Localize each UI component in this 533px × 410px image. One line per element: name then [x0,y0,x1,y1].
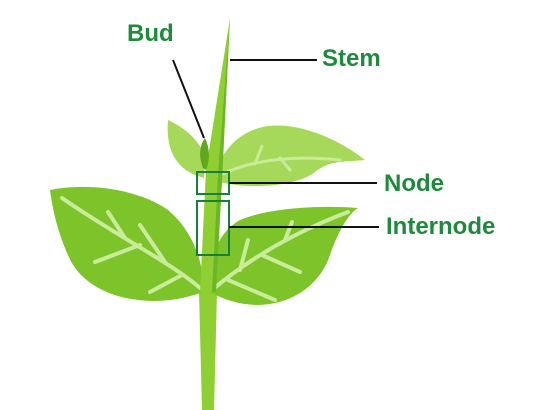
node-label: Node [384,170,444,197]
lower-stem [199,292,217,410]
stem-label: Stem [322,45,381,72]
upper-right-leaf [214,125,365,187]
upper-stem [200,18,230,292]
bud [200,138,209,170]
right-leaf [209,206,358,305]
internode-label: Internode [386,213,496,240]
bud-leader-line [172,59,205,139]
left-leaf-veins [60,196,202,294]
stem-shade [212,18,230,292]
right-leaf-veins [210,210,350,302]
upper-left-leaf [167,120,205,178]
bud-label: Bud [127,20,174,47]
